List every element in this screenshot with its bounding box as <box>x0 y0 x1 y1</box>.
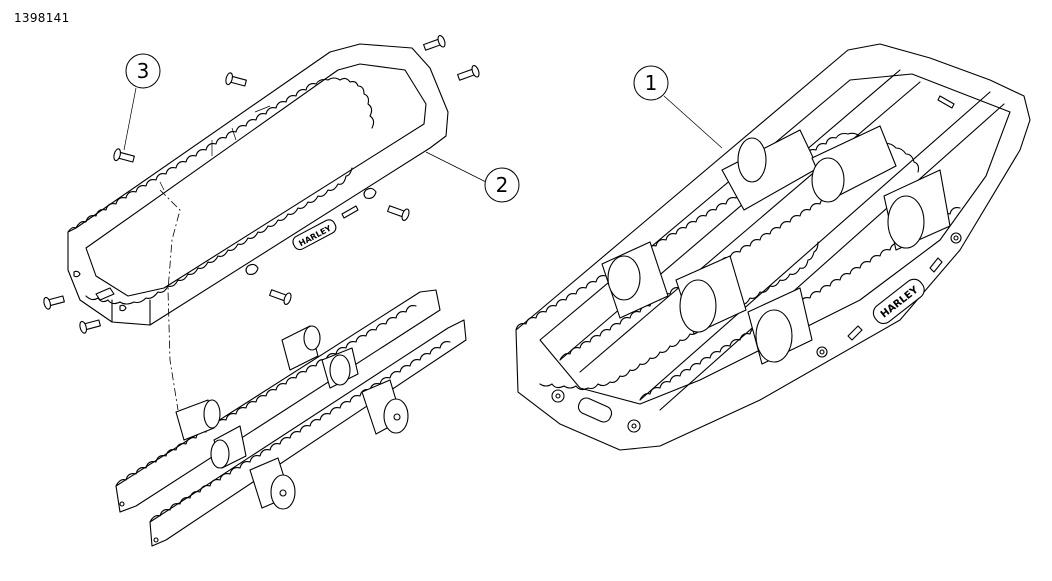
document-number: 1398141 <box>14 11 70 25</box>
base-bosses <box>175 325 409 510</box>
frame-part-2: HARLEY <box>67 43 449 326</box>
callout-1: 1 <box>633 65 723 149</box>
callout-2-label: 2 <box>496 173 509 197</box>
callout-3-label: 3 <box>137 59 150 83</box>
screw-set-part-3 <box>43 34 480 334</box>
callout-1-label: 1 <box>645 71 658 95</box>
callout-2: 2 <box>425 151 520 203</box>
assembled-footpeg-part-1: HARLEY <box>515 43 1031 451</box>
base-rails <box>115 289 467 547</box>
callout-3: 3 <box>123 53 161 151</box>
